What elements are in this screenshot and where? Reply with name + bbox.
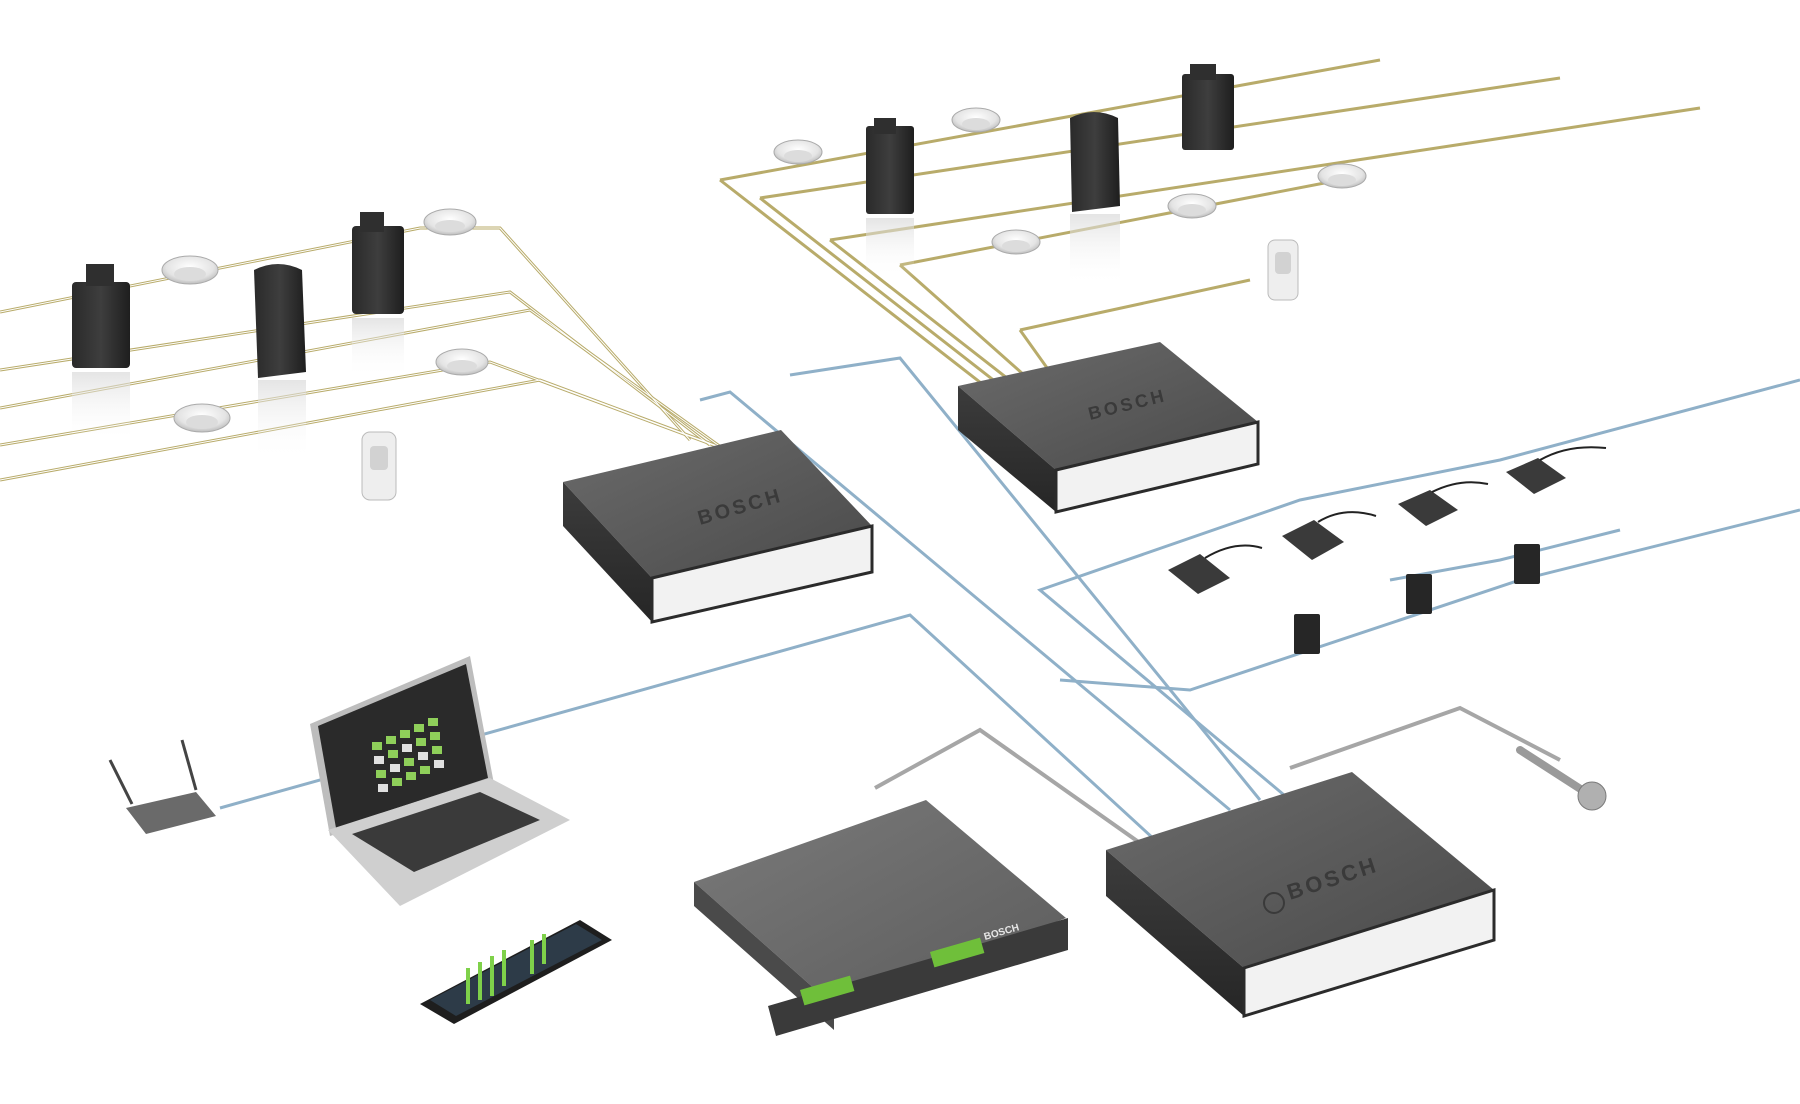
ceiling-speaker-6[interactable] [951, 107, 1001, 133]
call-stations [1168, 446, 1607, 594]
call-station-3[interactable] [1398, 481, 1489, 526]
ceiling-speaker-5[interactable] [773, 139, 823, 165]
wall-panel-1[interactable] [1294, 614, 1320, 654]
top-peripheral-cluster [773, 64, 1367, 301]
ceiling-speaker-3[interactable] [435, 348, 489, 376]
wireless-access-point[interactable] [108, 739, 216, 834]
ceiling-speaker-7[interactable] [1167, 193, 1217, 219]
wall-panels [1294, 544, 1540, 654]
link-cables [874, 705, 1561, 852]
cabinet-speaker-2[interactable] [1070, 112, 1120, 286]
ceiling-speaker-8[interactable] [1317, 163, 1367, 189]
network-cables [219, 356, 1800, 842]
controller-left[interactable]: BOSCH [563, 430, 874, 624]
wall-panel-3[interactable] [1514, 544, 1540, 584]
left-peripheral-cluster [72, 208, 489, 501]
laptop[interactable] [310, 656, 570, 906]
tablet-level-meters [466, 934, 546, 1004]
sensor-1[interactable] [361, 431, 397, 501]
ceiling-speaker-1[interactable] [161, 255, 219, 285]
call-station-4[interactable] [1506, 446, 1607, 494]
controller-main[interactable]: BOSCH [1106, 772, 1496, 1019]
rack-display-left [800, 975, 855, 1006]
tablet[interactable] [420, 920, 612, 1024]
cabinet-speaker-1[interactable] [254, 264, 306, 460]
box-speaker-2[interactable] [352, 212, 404, 378]
call-station-2[interactable] [1282, 511, 1377, 560]
wall-panel-2[interactable] [1406, 574, 1432, 614]
box-speaker-3[interactable] [866, 118, 914, 278]
ceiling-speaker-4[interactable] [173, 403, 231, 433]
call-station-1[interactable] [1168, 544, 1263, 594]
ceiling-speaker-9[interactable] [991, 229, 1041, 255]
bosch-armature-logo-icon [1263, 892, 1285, 914]
rack-display-right [929, 937, 985, 968]
box-speaker-1[interactable] [72, 264, 130, 442]
handheld-microphone[interactable] [1516, 746, 1607, 811]
ceiling-speaker-2[interactable] [423, 208, 477, 236]
sensor-2[interactable] [1267, 239, 1299, 301]
box-speaker-4[interactable] [1182, 64, 1234, 150]
rack-controller[interactable]: BOSCH [694, 800, 1068, 1036]
laptop-screen-grid [372, 718, 444, 792]
controller-top[interactable]: BOSCH [958, 342, 1260, 514]
